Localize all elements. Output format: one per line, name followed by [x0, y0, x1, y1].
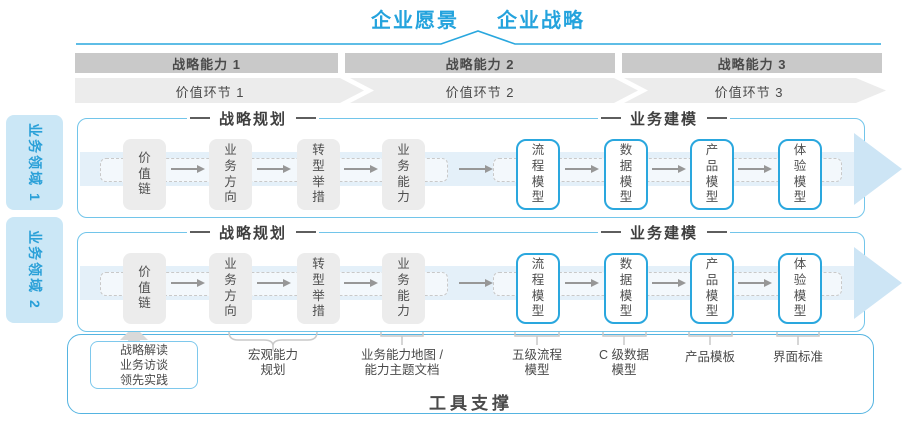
tool-support-container: [67, 334, 874, 414]
footer-label-process-model: 五级流程 模型: [511, 348, 563, 377]
node-box-process-model: 流程模型: [516, 139, 560, 210]
flow-arrow-icon: [565, 165, 599, 173]
header-dash-icon: [189, 231, 210, 233]
flow-arrow-icon: [652, 165, 686, 173]
domain-tab-1: 业务领域 1: [6, 115, 63, 210]
node-box-product-model: 产品模型: [690, 139, 734, 210]
node-box-transformation-initiatives: 转型举措: [297, 139, 340, 210]
practices-box: 战略解读 业务访谈 领先实践: [90, 341, 198, 389]
node-box-business-capability: 业务能力: [382, 253, 425, 324]
footer-label-capability-map: 业务能力地图 / 能力主题文档: [361, 348, 443, 377]
footer-label-data-model: C 级数据 模型: [598, 348, 650, 377]
header-dash-icon: [189, 117, 210, 119]
domain-tab-2-label: 业务领域 2: [26, 230, 43, 310]
node-box-experience-model: 体验模型: [778, 139, 822, 210]
node-box-product-model: 产品模型: [690, 253, 734, 324]
domain-tab-1-label: 业务领域 1: [26, 122, 43, 203]
node-box-value-chain: 价值链: [123, 253, 166, 324]
header-dash-icon: [707, 117, 728, 119]
flow-band-arrowhead-icon: [854, 133, 902, 205]
value-link-label-1: 价值环节 1: [175, 84, 245, 100]
modeling-header: 业务建模: [597, 108, 731, 128]
domain-tab-2: 业务领域 2: [6, 217, 63, 323]
flow-arrow-icon: [738, 165, 772, 173]
flow-band-arrowhead-icon: [854, 247, 902, 319]
header-dash-icon: [600, 117, 621, 119]
flow-arrow-icon: [738, 279, 772, 287]
flow-arrow-icon: [652, 279, 686, 287]
header-dash-icon: [296, 117, 317, 119]
planning-header: 战略规划: [186, 108, 320, 128]
capability-bar-3: 战略能力 3: [622, 53, 882, 73]
value-link-label-2: 价值环节 2: [445, 84, 515, 100]
flow-arrow-icon: [344, 165, 378, 173]
node-box-value-chain: 价值链: [123, 139, 166, 210]
strategy-title: 企业战略: [497, 10, 585, 32]
flow-arrow-icon: [257, 279, 291, 287]
node-box-business-direction: 业务方向: [209, 253, 252, 324]
value-link-label-3: 价值环节 3: [714, 84, 784, 100]
flow-arrow-icon: [171, 165, 205, 173]
header-dash-icon: [600, 231, 621, 233]
header-dash-icon: [707, 231, 728, 233]
domain-row-2: 战略规划 业务建模 价值链 业务方向 转型举措 业务能力 流程模型 数据模型 产…: [77, 222, 902, 332]
node-box-process-model: 流程模型: [516, 253, 560, 324]
flow-arrow-icon: [257, 165, 291, 173]
planning-header: 战略规划: [186, 222, 320, 242]
flow-arrow-icon: [565, 279, 599, 287]
vision-title: 企业愿景: [371, 10, 459, 32]
tool-support-title: 工具支撑: [429, 394, 513, 413]
top-titles: 企业愿景 企业战略: [0, 4, 910, 33]
modeling-header: 业务建模: [597, 222, 731, 242]
node-box-experience-model: 体验模型: [778, 253, 822, 324]
domain-row-1: 战略规划 业务建模 价值链 业务方向 转型举措 业务能力 流程模型 数据模型 产…: [77, 108, 902, 218]
capability-bar-2: 战略能力 2: [345, 53, 615, 73]
flow-arrow-icon: [171, 279, 205, 287]
header-dash-icon: [296, 231, 317, 233]
footer-label-product-template: 产品模板: [684, 350, 736, 364]
capability-bar-1: 战略能力 1: [75, 53, 338, 73]
footer-label-macro-capability: 宏观能力 规划: [247, 348, 299, 377]
footer-label-ui-standard: 界面标准: [772, 350, 824, 364]
flow-arrow-icon: [459, 279, 493, 287]
flow-arrow-icon: [344, 279, 378, 287]
node-box-data-model: 数据模型: [604, 253, 648, 324]
node-box-business-direction: 业务方向: [209, 139, 252, 210]
node-box-data-model: 数据模型: [604, 139, 648, 210]
flow-arrow-icon: [459, 165, 493, 173]
node-box-business-capability: 业务能力: [382, 139, 425, 210]
node-box-transformation-initiatives: 转型举措: [297, 253, 340, 324]
